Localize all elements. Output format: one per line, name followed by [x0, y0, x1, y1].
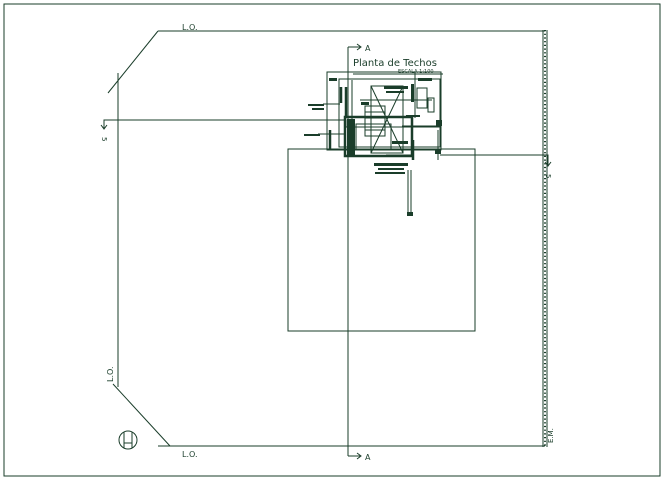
section-line-a	[347, 43, 362, 460]
scale-label: ESCALA 1:100	[398, 69, 434, 75]
section-a-label-bottom: A	[365, 453, 371, 462]
sheet-frame	[3, 3, 661, 477]
drawing-title: Planta de Techos	[353, 58, 437, 69]
section-b-label-right: 5	[544, 174, 552, 178]
roof-slab-outline	[287, 148, 476, 332]
north-arrow-symbol	[118, 430, 138, 450]
property-edge-label: E.M.	[547, 428, 555, 443]
boundary-label-left: L.O.	[106, 366, 115, 382]
section-line-b	[100, 119, 552, 167]
section-a-label-top: A	[365, 44, 371, 53]
section-b-label-left: 5	[100, 137, 108, 141]
boundary-label-bottom: L.O.	[182, 450, 198, 459]
boundary-label-top: L.O.	[182, 23, 198, 32]
building-roof-detail	[304, 71, 442, 216]
lot-boundary	[107, 30, 545, 447]
property-edge-line	[542, 30, 548, 447]
